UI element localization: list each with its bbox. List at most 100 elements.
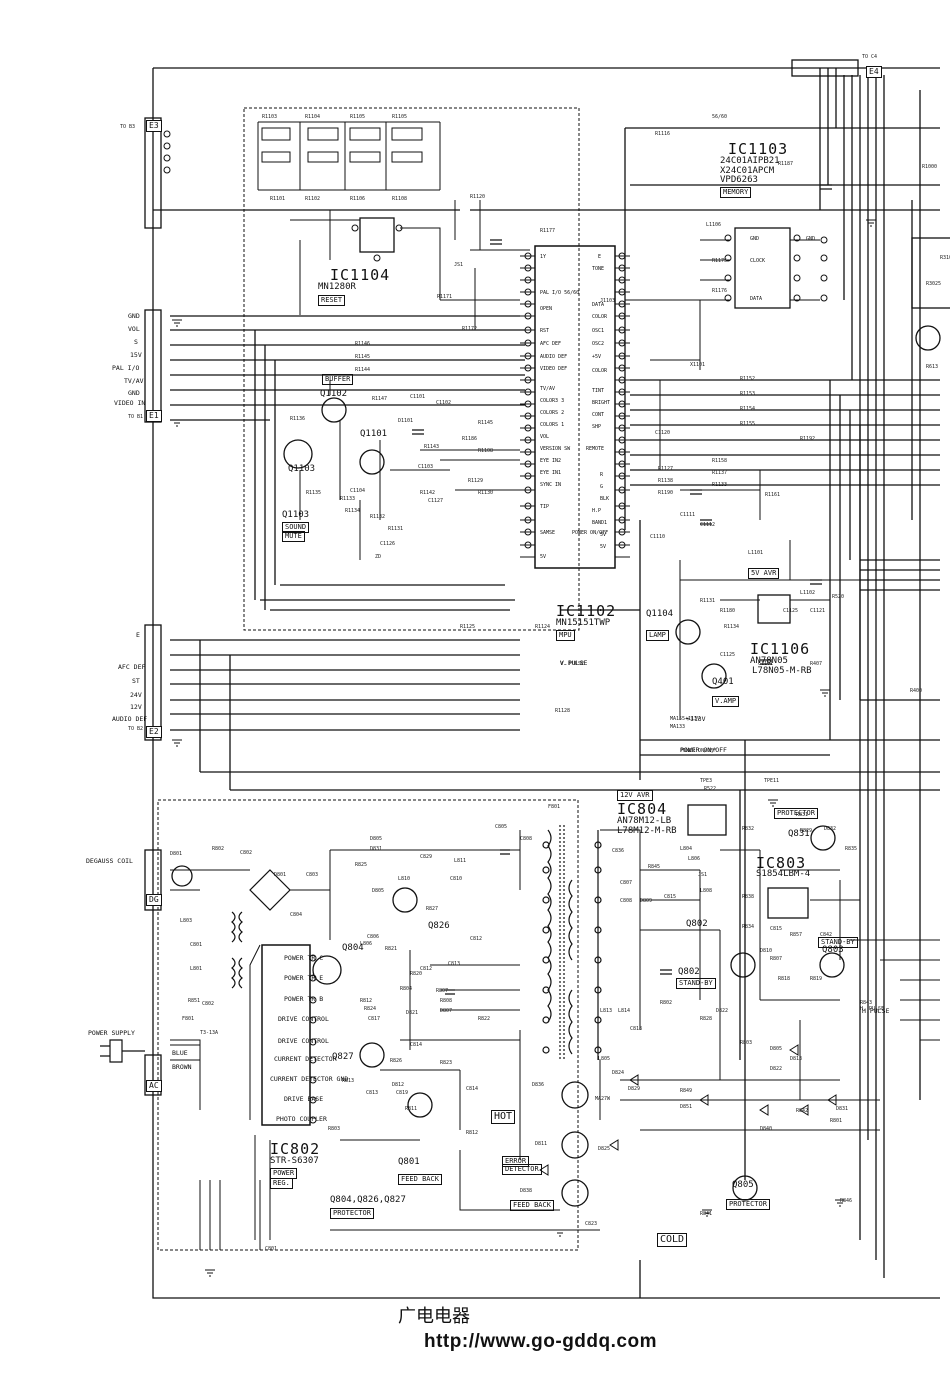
svg-text:GND: GND: [806, 236, 815, 242]
svg-text:L1106: L1106: [706, 222, 721, 228]
svg-text:R812: R812: [466, 1130, 478, 1136]
svg-text:R802: R802: [212, 846, 224, 852]
svg-text:R824: R824: [364, 1006, 376, 1012]
ic802-pin-6: CURRENT DETECTOR: [274, 1055, 337, 1063]
svg-text:D805: D805: [372, 888, 384, 894]
svg-text:R1129: R1129: [468, 478, 483, 484]
svg-text:R1175: R1175: [712, 258, 727, 264]
svg-text:TINT: TINT: [592, 388, 604, 394]
svg-text:R1000: R1000: [922, 164, 937, 170]
svg-text:L1101: L1101: [748, 550, 763, 556]
svg-text:C802: C802: [240, 850, 252, 856]
q1103-label-a: Q1103: [288, 464, 316, 474]
ic804-part2: L78M12-M-RB: [617, 826, 677, 836]
svg-text:D810: D810: [760, 948, 772, 954]
svg-text:R1102: R1102: [305, 196, 320, 202]
svg-text:POWER ON/OFF: POWER ON/OFF: [680, 748, 716, 754]
svg-text:R: R: [600, 472, 604, 478]
svg-text:R1145: R1145: [355, 354, 370, 360]
svg-text:R804: R804: [400, 986, 412, 992]
svg-text:C1101: C1101: [410, 394, 425, 400]
q804-label: Q804: [342, 943, 364, 953]
e2-pin-afc: AFC DEF: [118, 663, 146, 671]
svg-text:R310: R310: [940, 255, 950, 261]
wire-blue-label: BLUE: [172, 1049, 188, 1057]
svg-text:VERSION SW: VERSION SW: [540, 446, 571, 452]
svg-text:R1192: R1192: [800, 436, 815, 442]
e2-pin-audio: AUDIO DEF: [112, 715, 148, 723]
ic1102-label: IC1102: [556, 602, 617, 620]
svg-text:R1137: R1137: [712, 470, 727, 476]
signal-power-onoff: POWER ON/OFF: [680, 746, 727, 754]
svg-text:D813: D813: [790, 1056, 802, 1062]
svg-text:OSC2: OSC2: [592, 341, 604, 347]
q826-label: Q826: [428, 921, 450, 931]
svg-text:C813: C813: [366, 1090, 378, 1096]
svg-text:SHP: SHP: [592, 424, 601, 430]
ic803-part: S1854LBM-4: [756, 869, 811, 879]
ic1103-part1: 24C01AIPB21: [720, 156, 780, 166]
svg-text:R1172: R1172: [462, 326, 477, 332]
ic1102-function: MPU: [556, 630, 575, 641]
footer-site-name: 广电电器: [398, 1306, 470, 1327]
svg-text:+5V: +5V: [592, 354, 601, 360]
q1103-label-b: Q1103: [282, 510, 310, 520]
svg-text:D807: D807: [440, 1008, 452, 1014]
svg-text:R802: R802: [660, 1000, 672, 1006]
svg-text:SAMSE: SAMSE: [540, 530, 555, 536]
svg-text:C804: C804: [290, 912, 302, 918]
svg-text:C803: C803: [306, 872, 318, 878]
svg-text:D805: D805: [370, 836, 382, 842]
svg-text:R857: R857: [790, 932, 802, 938]
e1-pin-s: S: [134, 338, 138, 346]
svg-text:R1142: R1142: [420, 490, 435, 496]
svg-text:R1153: R1153: [740, 391, 755, 397]
svg-text:E: E: [598, 254, 601, 260]
svg-text:R1106: R1106: [350, 196, 365, 202]
svg-text:L801: L801: [190, 966, 202, 972]
svg-text:EYE IN1: EYE IN1: [540, 470, 561, 476]
svg-text:D824: D824: [612, 1070, 624, 1076]
svg-text:R822: R822: [478, 1016, 490, 1022]
ic802-pin-1: POWER TR C: [284, 954, 324, 962]
q1103-function-1: SOUND: [282, 522, 310, 533]
svg-text:R1171: R1171: [437, 294, 452, 300]
svg-text:V. PULSE: V. PULSE: [560, 661, 584, 667]
ic802-part: STR-S6307: [270, 1156, 319, 1166]
svg-text:R1135: R1135: [306, 490, 321, 496]
svg-text:L806: L806: [360, 941, 372, 947]
svg-text:R1152: R1152: [740, 376, 755, 382]
svg-text:REMOTE: REMOTE: [586, 446, 604, 452]
svg-text:5V: 5V: [600, 544, 606, 550]
svg-text:R1130: R1130: [478, 490, 493, 496]
svg-text:R818: R818: [778, 976, 790, 982]
svg-text:C802: C802: [202, 1001, 214, 1007]
svg-text:C1112: C1112: [700, 522, 715, 528]
svg-text:L1102: L1102: [800, 590, 815, 596]
svg-text:R835: R835: [845, 846, 857, 852]
svg-text:T3-13A: T3-13A: [200, 1030, 218, 1036]
svg-text:D825: D825: [598, 1146, 610, 1152]
svg-text:R842: R842: [796, 1108, 808, 1114]
svg-text:L805: L805: [598, 1056, 610, 1062]
protector-note: Q804,Q826,Q827: [330, 1195, 406, 1205]
svg-text:R846: R846: [840, 1198, 852, 1204]
protector-box: PROTECTOR: [330, 1208, 374, 1219]
svg-text:R1145: R1145: [478, 420, 493, 426]
svg-text:C842: C842: [820, 932, 832, 938]
connector-ac: AC: [146, 1080, 162, 1092]
svg-text:GND: GND: [750, 236, 759, 242]
svg-text:R832: R832: [742, 826, 754, 832]
svg-text:AFC DEF: AFC DEF: [540, 341, 561, 347]
svg-text:VOL: VOL: [540, 434, 549, 440]
svg-text:R1103: R1103: [262, 114, 277, 120]
protector-label: PROTECTOR: [774, 808, 818, 819]
q802-label-a: Q802: [686, 919, 708, 929]
svg-text:RST: RST: [540, 328, 549, 334]
svg-text:BLK: BLK: [600, 496, 609, 502]
svg-text:MA133: MA133: [670, 724, 685, 730]
q801-function: FEED BACK: [398, 1174, 442, 1185]
error-detector-2: DETECTOR: [502, 1164, 542, 1175]
svg-text:R813: R813: [342, 1078, 354, 1084]
footer-url-link[interactable]: http://www.go-gddq.com: [424, 1331, 657, 1352]
